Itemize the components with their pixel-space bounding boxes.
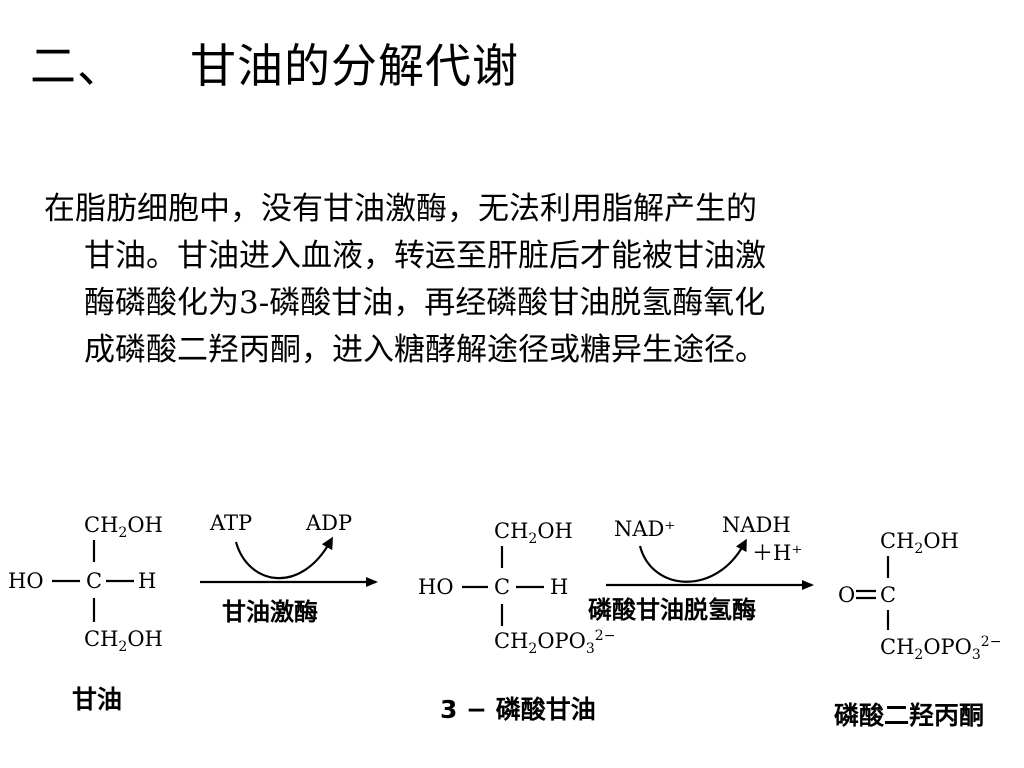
dhap-left-group: O: [838, 583, 855, 607]
step1-reaction: ATP ADP 甘油激酶: [200, 511, 378, 626]
step2-nad: NAD⁺: [614, 517, 675, 541]
g3p-bottom-group: CH2OPO32−: [494, 628, 615, 657]
paragraph-line-2: 甘油。甘油进入血液，转运至肝脏后才能被甘油激: [84, 238, 766, 274]
g3p-name: 3 − 磷酸甘油: [440, 695, 596, 724]
step2-reaction: NAD⁺ NADH ＋H⁺ 磷酸甘油脱氢酶: [588, 513, 814, 624]
paragraph-line-1: 在脂肪细胞中，没有甘油激酶，无法利用脂解产生的: [44, 191, 757, 227]
step1-cofactor-curve: [234, 536, 333, 580]
paragraph-line-3: 酶磷酸化为3-磷酸甘油，再经磷酸甘油脱氢酶氧化: [84, 285, 766, 321]
glycerol-name: 甘油: [72, 685, 122, 714]
section-number: 二、: [30, 39, 124, 93]
body-paragraph: 在脂肪细胞中，没有甘油激酶，无法利用脂解产生的 甘油。甘油进入血液，转运至肝脏后…: [44, 186, 984, 374]
glycerol-left-group: HO: [8, 569, 44, 593]
reaction-scheme: CH2OH HO C H CH2OH 甘油 ATP ADP 甘油激酶 CH2OH…: [8, 511, 1001, 730]
step1-atp: ATP: [209, 511, 252, 535]
g3p-right-group: H: [550, 575, 568, 599]
dhap-bottom-group: CH2OPO32−: [880, 634, 1001, 663]
step2-cofactor-curve: [638, 538, 747, 583]
step1-enzyme: 甘油激酶: [222, 598, 318, 626]
dhap-name: 磷酸二羟丙酮: [834, 701, 984, 730]
dhap-structure: CH2OH O C CH2OPO32− 磷酸二羟丙酮: [834, 529, 1001, 730]
step2-proton: ＋H⁺: [752, 541, 802, 565]
dhap-center-carbon: C: [880, 583, 896, 607]
slide-title: 二、 甘油的分解代谢: [30, 36, 519, 96]
glycerol-center-carbon: C: [86, 569, 102, 593]
g3p-top-group: CH2OH: [494, 519, 573, 547]
glycerol-structure: CH2OH HO C H CH2OH 甘油: [8, 513, 163, 714]
g3p-structure: CH2OH HO C H CH2OPO32− 3 − 磷酸甘油: [418, 519, 615, 724]
glycerol-right-group: H: [138, 569, 156, 593]
g3p-left-group: HO: [418, 575, 454, 599]
paragraph-line-4: 成磷酸二羟丙酮，进入糖酵解途径或糖异生途径。: [84, 332, 766, 368]
step2-nadh: NADH: [722, 513, 791, 537]
g3p-center-carbon: C: [494, 575, 510, 599]
step1-adp: ADP: [305, 511, 352, 535]
glycerol-bottom-group: CH2OH: [84, 627, 163, 655]
dhap-top-group: CH2OH: [880, 529, 959, 557]
step2-enzyme: 磷酸甘油脱氢酶: [588, 596, 756, 624]
section-heading: 甘油的分解代谢: [190, 39, 519, 93]
glycerol-top-group: CH2OH: [84, 513, 163, 541]
